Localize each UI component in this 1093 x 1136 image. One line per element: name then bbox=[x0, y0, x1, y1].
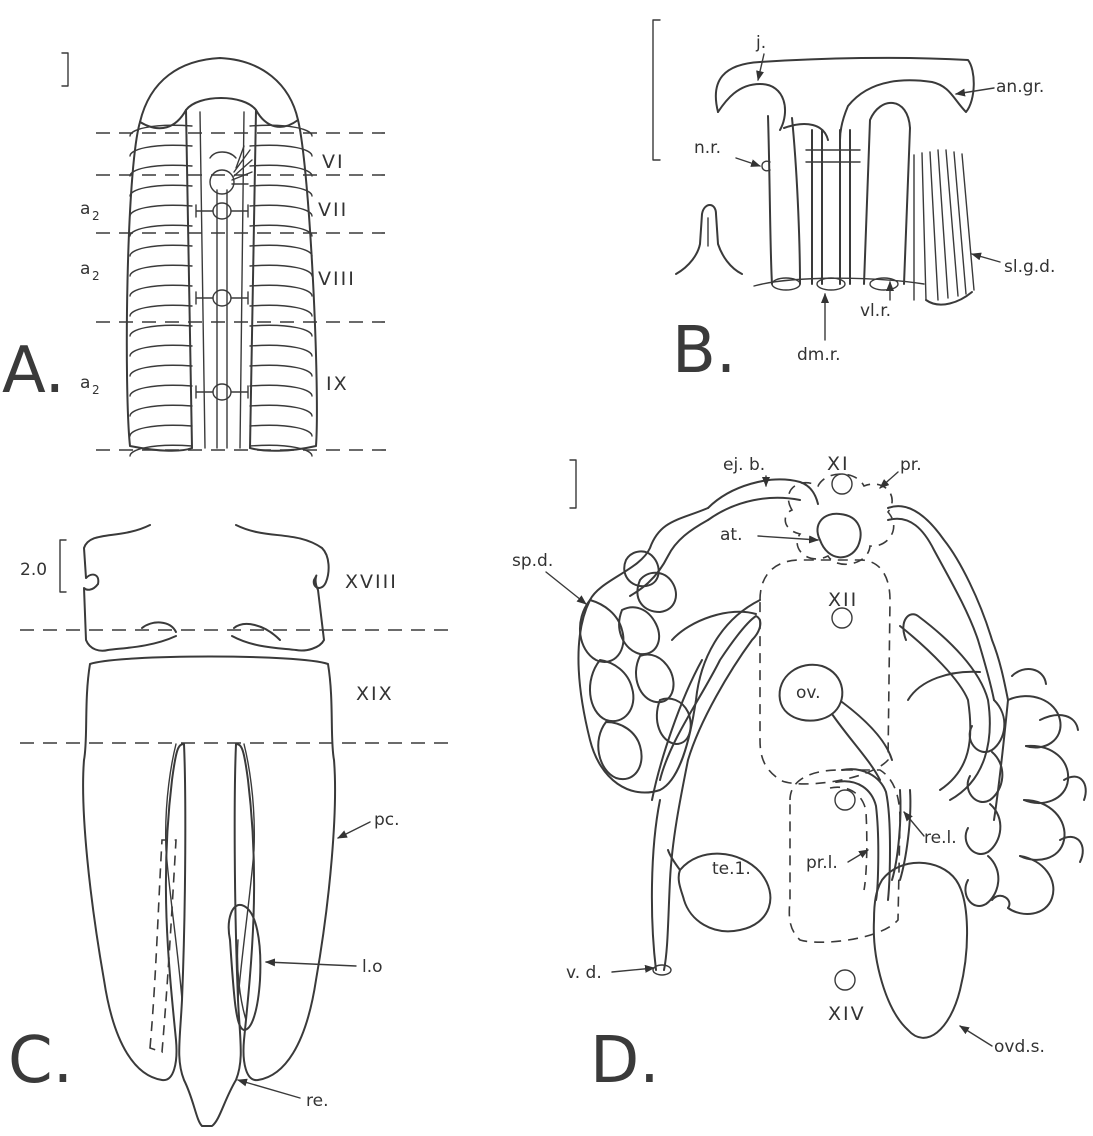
scale-bar-c bbox=[60, 540, 66, 592]
annulus-left bbox=[130, 305, 192, 316]
annulus-right bbox=[250, 305, 312, 316]
segment-label-vii: VII bbox=[318, 199, 348, 221]
annulus-right bbox=[250, 325, 312, 336]
panel-a: VI VII VIII IX a 2 a 2 a 2 A. bbox=[2, 53, 395, 456]
label-sl-g-d: sl.g.d. bbox=[1004, 257, 1055, 277]
annulus-right bbox=[250, 205, 312, 216]
annulus-right bbox=[250, 405, 312, 416]
annulus-left bbox=[130, 145, 192, 156]
segment-outline-upper bbox=[760, 560, 890, 784]
label-pr: pr. bbox=[900, 455, 922, 475]
label-dm-r: dm.r. bbox=[797, 345, 841, 365]
salivary-gland-ducts bbox=[914, 150, 974, 305]
svg-text:a: a bbox=[80, 199, 90, 219]
annulus-left bbox=[130, 405, 192, 416]
panel-b: j. an.gr. n.r. sl.g.d. vl.r. dm.r. B. bbox=[653, 20, 1055, 388]
scale-value-c: 2.0 bbox=[20, 560, 47, 580]
label-an-gr: an.gr. bbox=[996, 77, 1044, 97]
label-ovd-s: ovd.s. bbox=[994, 1037, 1045, 1057]
label-re: re. bbox=[306, 1091, 328, 1111]
segment-label-xviii: XVIII bbox=[345, 571, 398, 593]
scale-bar-b bbox=[653, 20, 660, 160]
annulus-right bbox=[250, 365, 312, 376]
oviduct-sac bbox=[874, 863, 967, 1038]
panel-d: ej. b. pr. XI at. sp.d. XII ov. re.l. pr… bbox=[512, 453, 1086, 1098]
svg-text:2: 2 bbox=[92, 269, 100, 283]
ejaculatory-bulb bbox=[708, 480, 818, 508]
annulus-right bbox=[250, 425, 312, 436]
panel-letter-c: C. bbox=[8, 1024, 73, 1098]
label-re-l: re.l. bbox=[924, 828, 957, 848]
annulus-label-1: a 2 bbox=[80, 199, 100, 223]
segment-label-xiv: XIV bbox=[828, 1003, 866, 1025]
segment-label-xi: XI bbox=[827, 453, 850, 475]
annulus-left bbox=[130, 225, 192, 236]
lateral-organ bbox=[229, 905, 261, 1030]
annulus-left bbox=[130, 345, 192, 356]
label-ov: ov. bbox=[796, 683, 821, 703]
panel-letter-a: A. bbox=[2, 334, 65, 408]
segment-label-ix: IX bbox=[326, 373, 349, 395]
annulus-left bbox=[130, 325, 192, 336]
label-te-1: te.1. bbox=[712, 859, 751, 879]
scale-bar-a bbox=[62, 53, 68, 86]
annulus-left bbox=[130, 285, 192, 296]
segment-label-xii: XII bbox=[828, 589, 858, 611]
head-lobe bbox=[140, 58, 298, 128]
panel-letter-d: D. bbox=[590, 1024, 660, 1098]
label-at: at. bbox=[720, 525, 743, 545]
annulus-right bbox=[250, 265, 312, 276]
panel-letter-b: B. bbox=[672, 314, 736, 388]
label-v-d: v. d. bbox=[566, 963, 602, 983]
intestine-outline bbox=[83, 657, 335, 1127]
annulus-right bbox=[250, 345, 312, 356]
receptaculum-left bbox=[903, 614, 989, 800]
segment-label-vi: VI bbox=[322, 151, 345, 173]
sperm-duct-left bbox=[578, 508, 760, 793]
label-n-r: n.r. bbox=[694, 138, 721, 158]
annulus-right bbox=[250, 385, 312, 396]
annulus-left bbox=[130, 385, 192, 396]
atrium bbox=[817, 514, 860, 558]
svg-text:2: 2 bbox=[92, 383, 100, 397]
svg-text:2: 2 bbox=[92, 209, 100, 223]
crop-xviii bbox=[84, 525, 176, 651]
segment-label-xix: XIX bbox=[356, 683, 394, 705]
annulus-left bbox=[130, 245, 192, 256]
jaw-left-lobe bbox=[718, 84, 785, 130]
sperm-duct-coils-right bbox=[965, 669, 1085, 914]
annulus-left bbox=[130, 205, 192, 216]
label-j: j. bbox=[755, 33, 766, 53]
svg-text:a: a bbox=[80, 373, 90, 393]
annulus-right bbox=[250, 245, 312, 256]
annulus-left bbox=[130, 365, 192, 376]
label-ej-b: ej. b. bbox=[723, 455, 765, 475]
retractor-muscles bbox=[754, 103, 924, 290]
panel-c: XVIII XIX 2.0 pc. l.o re. C. bbox=[8, 525, 448, 1126]
annulus-right bbox=[250, 285, 312, 296]
annulus-left bbox=[130, 185, 192, 196]
scale-bar-d bbox=[570, 460, 576, 508]
vas-deferens bbox=[660, 616, 760, 970]
label-vl-r: vl.r. bbox=[860, 301, 891, 321]
annulus-left bbox=[130, 165, 192, 176]
annulus-label-3: a 2 bbox=[80, 373, 100, 397]
label-sp-d: sp.d. bbox=[512, 551, 553, 571]
label-pc: pc. bbox=[374, 810, 400, 830]
annulus-right bbox=[250, 225, 312, 236]
label-l-o: l.o bbox=[362, 957, 383, 977]
jaw-crown bbox=[716, 58, 974, 140]
label-pr-l: pr.l. bbox=[806, 853, 838, 873]
segment-label-viii: VIII bbox=[318, 268, 356, 290]
segment-dividers-a bbox=[96, 133, 395, 450]
annulus-left bbox=[130, 425, 192, 436]
prostate bbox=[785, 474, 893, 564]
annulus-label-2: a 2 bbox=[80, 259, 100, 283]
annulus-right bbox=[250, 185, 312, 196]
body-wall-left bbox=[127, 110, 205, 451]
inset-sketch bbox=[676, 205, 742, 274]
annulus-left bbox=[130, 265, 192, 276]
svg-text:a: a bbox=[80, 259, 90, 279]
